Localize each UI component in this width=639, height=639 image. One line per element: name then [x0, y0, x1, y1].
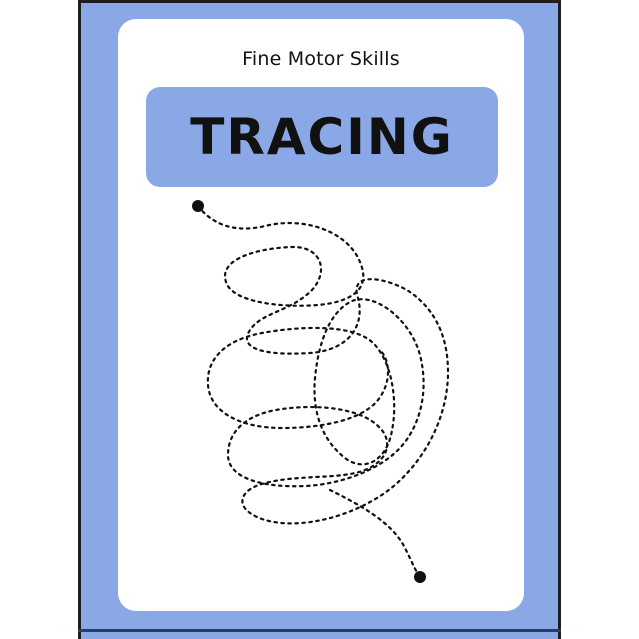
worksheet-subtitle: Fine Motor Skills — [242, 48, 400, 70]
title-banner — [146, 87, 498, 187]
start-point-icon — [192, 200, 204, 212]
worksheet-title: TRACING — [190, 108, 454, 166]
cover-bottom-edge — [78, 629, 561, 632]
tracing-dotted-path — [196, 204, 450, 579]
end-point-icon — [414, 571, 426, 583]
